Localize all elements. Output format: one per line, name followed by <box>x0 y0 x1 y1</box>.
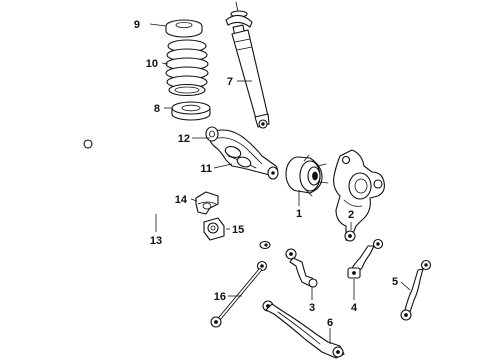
callout-4: 4 <box>351 302 358 314</box>
callout-2: 2 <box>348 209 354 221</box>
callout-12: 12 <box>178 133 190 145</box>
spring-lower-seat <box>171 101 211 121</box>
callout-6: 6 <box>327 317 333 329</box>
stabilizer-bushing <box>203 217 225 241</box>
callout-9: 9 <box>134 19 140 31</box>
callout-15: 15 <box>232 224 244 236</box>
callout-14: 14 <box>175 194 188 206</box>
stabilizer-link <box>210 260 268 328</box>
callout-1: 1 <box>296 208 302 220</box>
callout-10: 10 <box>146 58 158 70</box>
control-arm-bushing <box>205 126 279 180</box>
toe-link <box>347 238 384 279</box>
callout-7: 7 <box>227 76 233 88</box>
callout-labels: 9 10 8 7 12 11 1 2 14 15 13 16 3 4 5 6 <box>134 19 398 329</box>
callout-13: 13 <box>150 235 162 247</box>
callout-8: 8 <box>154 103 160 115</box>
callout-3: 3 <box>309 302 315 314</box>
callout-5: 5 <box>392 276 398 288</box>
coil-spring <box>165 39 209 97</box>
upper-link <box>400 259 432 321</box>
shock-absorber <box>225 1 270 129</box>
control-arm <box>208 129 279 177</box>
callout-11: 11 <box>200 163 212 175</box>
spring-upper-seat <box>165 19 203 38</box>
trailing-arm <box>262 300 345 359</box>
knuckle <box>333 149 385 242</box>
stabilizer-bracket <box>195 191 219 215</box>
lower-link <box>285 248 318 288</box>
leader-lines <box>149 23 411 344</box>
callout-16: 16 <box>214 291 226 303</box>
hub-bearing <box>285 154 329 197</box>
